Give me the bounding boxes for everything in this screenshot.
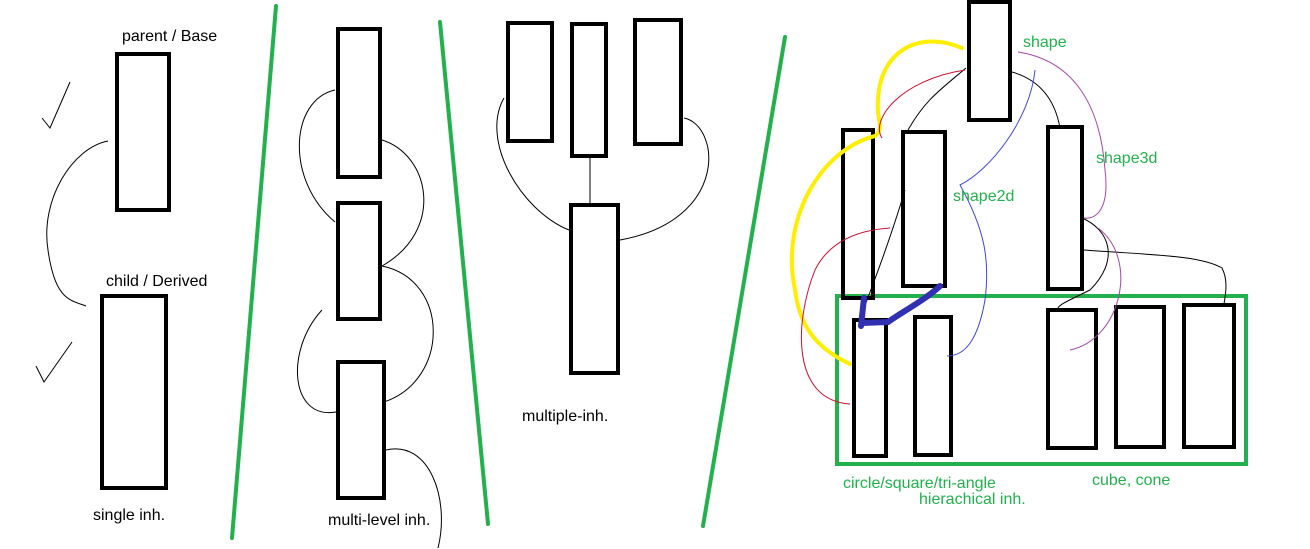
multiple-right-curve bbox=[619, 117, 710, 241]
third-3d-box bbox=[1182, 303, 1236, 449]
child-derived-label: child / Derived bbox=[106, 273, 207, 290]
multiple-inheritance-caption: multiple-inh. bbox=[522, 408, 608, 425]
base-a-box bbox=[506, 21, 554, 143]
shape3d-to-third-line bbox=[1083, 249, 1227, 305]
shape-box bbox=[967, 0, 1012, 122]
shapes2d-caption: circle/square/tri-angle bbox=[843, 475, 996, 492]
check-mark-bottom bbox=[35, 341, 73, 383]
parent-base-label: parent / Base bbox=[122, 28, 217, 45]
shape3d-to-cube-line bbox=[1057, 217, 1109, 309]
derived-box bbox=[569, 203, 620, 375]
hierarchical-inheritance-caption: hierachical inh. bbox=[919, 491, 1026, 508]
shape2d-box-b bbox=[901, 130, 947, 288]
blue-connector-curve bbox=[946, 69, 1036, 357]
check-mark-top bbox=[41, 81, 71, 129]
level2-box bbox=[336, 201, 382, 321]
divider-1 bbox=[230, 4, 278, 540]
multilevel-curve-5 bbox=[385, 448, 442, 549]
cone-box bbox=[1114, 305, 1166, 449]
shape-to-shape2d-line bbox=[907, 67, 967, 131]
navy-thick-stroke-diagonal bbox=[885, 283, 943, 325]
shape-to-shape3d-line bbox=[1011, 71, 1061, 129]
multilevel-curve-3 bbox=[296, 309, 337, 414]
parent-box bbox=[115, 52, 171, 212]
purple-connector-curve bbox=[1017, 51, 1122, 351]
navy-thick-stroke-bottom bbox=[859, 319, 891, 326]
cube-box bbox=[1046, 308, 1098, 450]
shape-label: shape bbox=[1023, 34, 1067, 51]
circle-box bbox=[852, 318, 888, 458]
level1-box bbox=[336, 27, 382, 179]
shape3d-box bbox=[1046, 125, 1084, 291]
shape2d-box-a bbox=[841, 128, 875, 300]
base-b-box bbox=[570, 22, 608, 158]
shape3d-label: shape3d bbox=[1096, 150, 1157, 167]
multilevel-inheritance-caption: multi-level inh. bbox=[328, 512, 430, 529]
level3-box bbox=[336, 360, 386, 500]
panel-dividers bbox=[230, 4, 787, 540]
multilevel-curve-1 bbox=[298, 89, 336, 223]
leaf-classes-group bbox=[835, 294, 1248, 466]
square-box bbox=[913, 315, 953, 457]
single-inheritance-caption: single inh. bbox=[93, 507, 165, 524]
multilevel-curve-4 bbox=[381, 265, 434, 403]
single-connector-curve bbox=[46, 140, 109, 307]
multilevel-curve-2 bbox=[381, 139, 425, 267]
divider-2 bbox=[438, 20, 490, 526]
shapes3d-caption: cube, cone bbox=[1092, 472, 1170, 489]
red-connector-curve bbox=[800, 69, 966, 405]
panel-multiple-inheritance: multiple-inh. bbox=[496, 18, 710, 425]
base-c-box bbox=[633, 18, 683, 146]
divider-3 bbox=[701, 35, 787, 528]
panel-multilevel-inheritance: multi-level inh. bbox=[296, 27, 442, 549]
panel-single-inheritance: parent / Base child / Derived single inh… bbox=[35, 28, 217, 524]
panel-hierarchical-inheritance: shape shape2d shape3d circle/square/tri-… bbox=[789, 0, 1248, 508]
shape2d-label: shape2d bbox=[953, 188, 1014, 205]
child-box bbox=[100, 294, 168, 490]
multiple-left-curve bbox=[496, 97, 570, 231]
